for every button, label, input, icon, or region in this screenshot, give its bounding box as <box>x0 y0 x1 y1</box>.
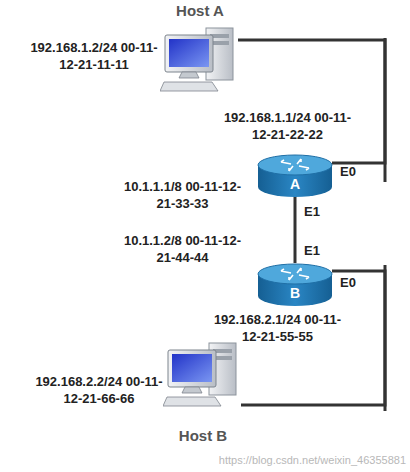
network-link <box>294 196 297 263</box>
interface-name: E0 <box>340 164 370 179</box>
router-name: B <box>257 285 333 301</box>
host-name: Host B <box>153 427 253 444</box>
interface-address: 10.1.1.1/8 00-11-12-21-33-33 <box>115 178 250 212</box>
host-computer: Host B192.168.2.2/24 00-11-12-21-66-66 <box>163 340 241 410</box>
watermark: https://blog.csdn.net/weixin_46355881 <box>150 454 406 466</box>
router: B <box>257 263 333 307</box>
interface-address: 192.168.2.1/24 00-11-12-21-55-55 <box>210 311 345 345</box>
interface-name: E0 <box>340 275 370 290</box>
computer-icon <box>160 25 238 95</box>
network-link <box>238 40 385 163</box>
host-computer: Host A192.168.1.2/24 00-11-12-21-11-11 <box>160 25 238 95</box>
host-address: 192.168.2.2/24 00-11-12-21-66-66 <box>29 373 169 407</box>
router: A <box>257 154 333 198</box>
host-address: 192.168.1.2/24 00-11-12-21-11-11 <box>24 39 164 73</box>
interface-address: 10.1.1.2/8 00-11-12-21-44-44 <box>115 232 250 266</box>
interface-name: E1 <box>304 243 334 258</box>
router-name: A <box>257 176 333 192</box>
computer-icon <box>163 340 241 410</box>
host-name: Host A <box>150 2 250 19</box>
interface-address: 192.168.1.1/24 00-11-12-21-22-22 <box>220 109 355 143</box>
interface-name: E1 <box>304 204 334 219</box>
